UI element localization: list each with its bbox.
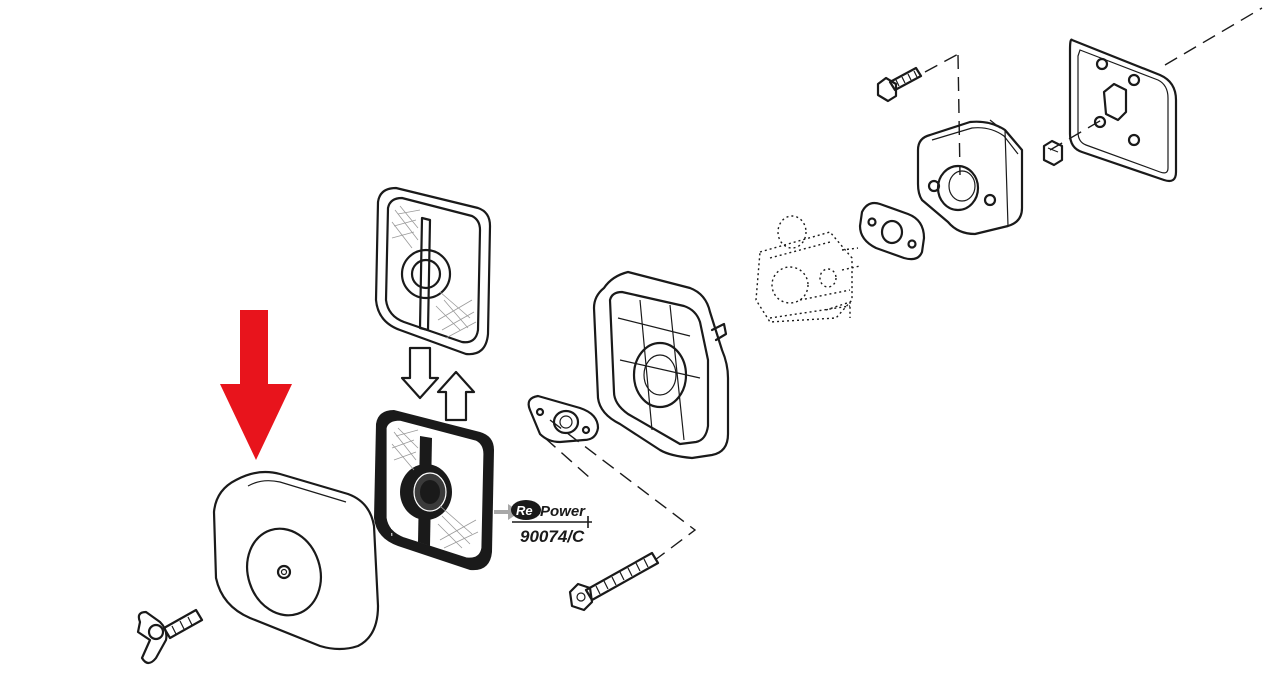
swap-arrows-icon bbox=[400, 346, 476, 422]
carburetor bbox=[755, 215, 861, 323]
spacer-bracket bbox=[527, 394, 600, 444]
pre-filter-upper bbox=[374, 186, 492, 356]
carburetor-gasket bbox=[858, 201, 926, 261]
air-filter-element bbox=[374, 410, 494, 571]
mounting-gasket-plate bbox=[1068, 38, 1178, 183]
wing-screw bbox=[136, 608, 204, 665]
repower-logo: Re Power bbox=[511, 500, 592, 528]
insulator-block bbox=[916, 119, 1024, 236]
arrow-down-icon bbox=[220, 310, 292, 460]
long-bolt bbox=[568, 551, 660, 612]
filter-housing bbox=[592, 270, 730, 460]
part-number: 90074/C bbox=[520, 527, 585, 546]
top-bolt bbox=[876, 66, 923, 103]
assembly-lines bbox=[544, 7, 1263, 561]
brand-name: Power bbox=[540, 503, 586, 520]
air-filter-cover bbox=[212, 470, 380, 651]
brand-prefix: Re bbox=[516, 503, 533, 518]
hex-nut bbox=[1042, 139, 1064, 167]
